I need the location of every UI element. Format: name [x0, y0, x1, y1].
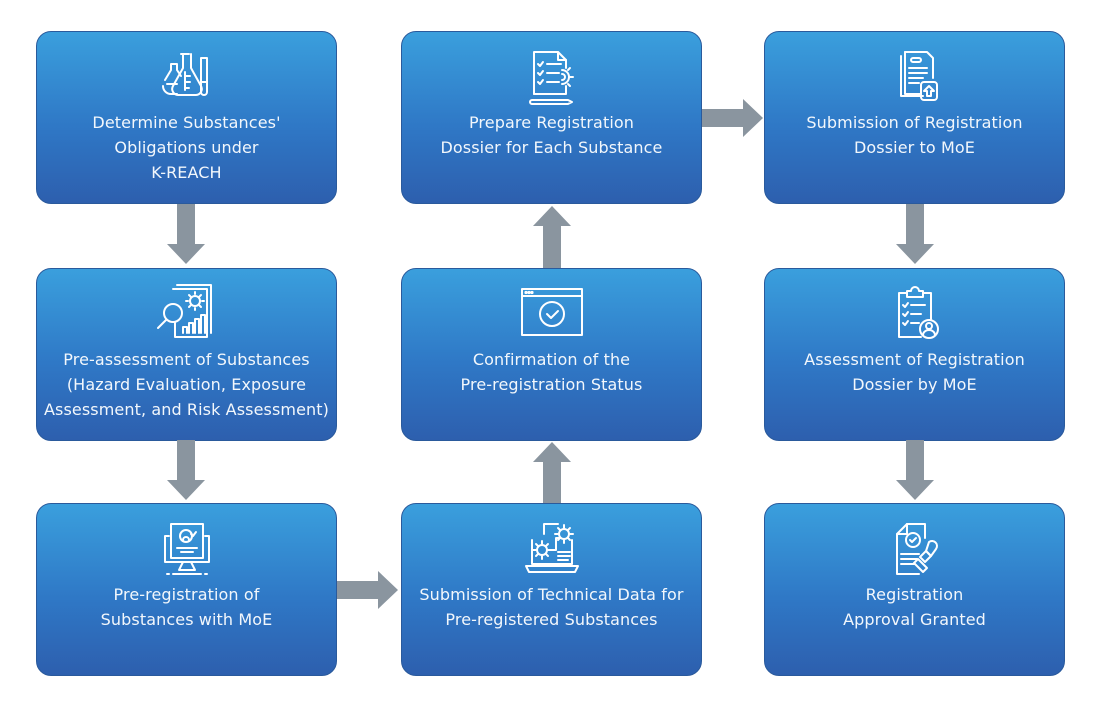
monitor-document-user-icon [155, 518, 219, 582]
checklist-gear-pencil-icon [520, 46, 584, 110]
step-prepare-dossier: Prepare Registration Dossier for Each Su… [401, 31, 702, 204]
step-label: Submission of Registration Dossier to Mo… [806, 113, 1023, 157]
document-stamp-icon [883, 518, 947, 582]
arrow-down-7-to-8 [895, 204, 935, 266]
arrow-up-5-to-6 [532, 205, 572, 268]
step-label: Pre-registration of Substances with MoE [100, 585, 273, 629]
arrow-up-4-to-5 [532, 441, 572, 503]
step-approval-granted: Registration Approval Granted [764, 503, 1065, 676]
step-label: Confirmation of the Pre-registration Sta… [460, 350, 643, 394]
clipboard-user-icon [883, 283, 947, 347]
step-submit-technical-data: Submission of Technical Data for Pre-reg… [401, 503, 702, 676]
step-pre-assessment: Pre-assessment of Substances (Hazard Eva… [36, 268, 337, 441]
arrow-down-8-to-9 [895, 440, 935, 502]
step-confirmation: Confirmation of the Pre-registration Sta… [401, 268, 702, 441]
step-label: Submission of Technical Data for Pre-reg… [419, 585, 684, 629]
step-label: Registration Approval Granted [843, 585, 986, 629]
laptop-gears-icon [520, 518, 584, 582]
step-determine-obligations: Determine Substances' Obligations under … [36, 31, 337, 204]
step-label: Prepare Registration Dossier for Each Su… [440, 113, 663, 157]
step-pre-registration: Pre-registration of Substances with MoE [36, 503, 337, 676]
step-assessment-by-moe: Assessment of Registration Dossier by Mo… [764, 268, 1065, 441]
step-label: Determine Substances' Obligations under … [92, 113, 281, 182]
report-analysis-icon [155, 283, 219, 347]
arrow-right-6-to-7 [702, 99, 764, 137]
lab-flasks-icon [155, 46, 219, 110]
arrow-down-1-to-2 [166, 204, 206, 266]
step-submit-dossier: Submission of Registration Dossier to Mo… [764, 31, 1065, 204]
arrow-down-2-to-3 [166, 440, 206, 502]
step-label: Pre-assessment of Substances (Hazard Eva… [43, 350, 329, 419]
step-label: Assessment of Registration Dossier by Mo… [804, 350, 1025, 394]
browser-check-icon [520, 283, 584, 347]
document-upload-icon [883, 46, 947, 110]
arrow-right-3-to-4 [337, 571, 399, 609]
